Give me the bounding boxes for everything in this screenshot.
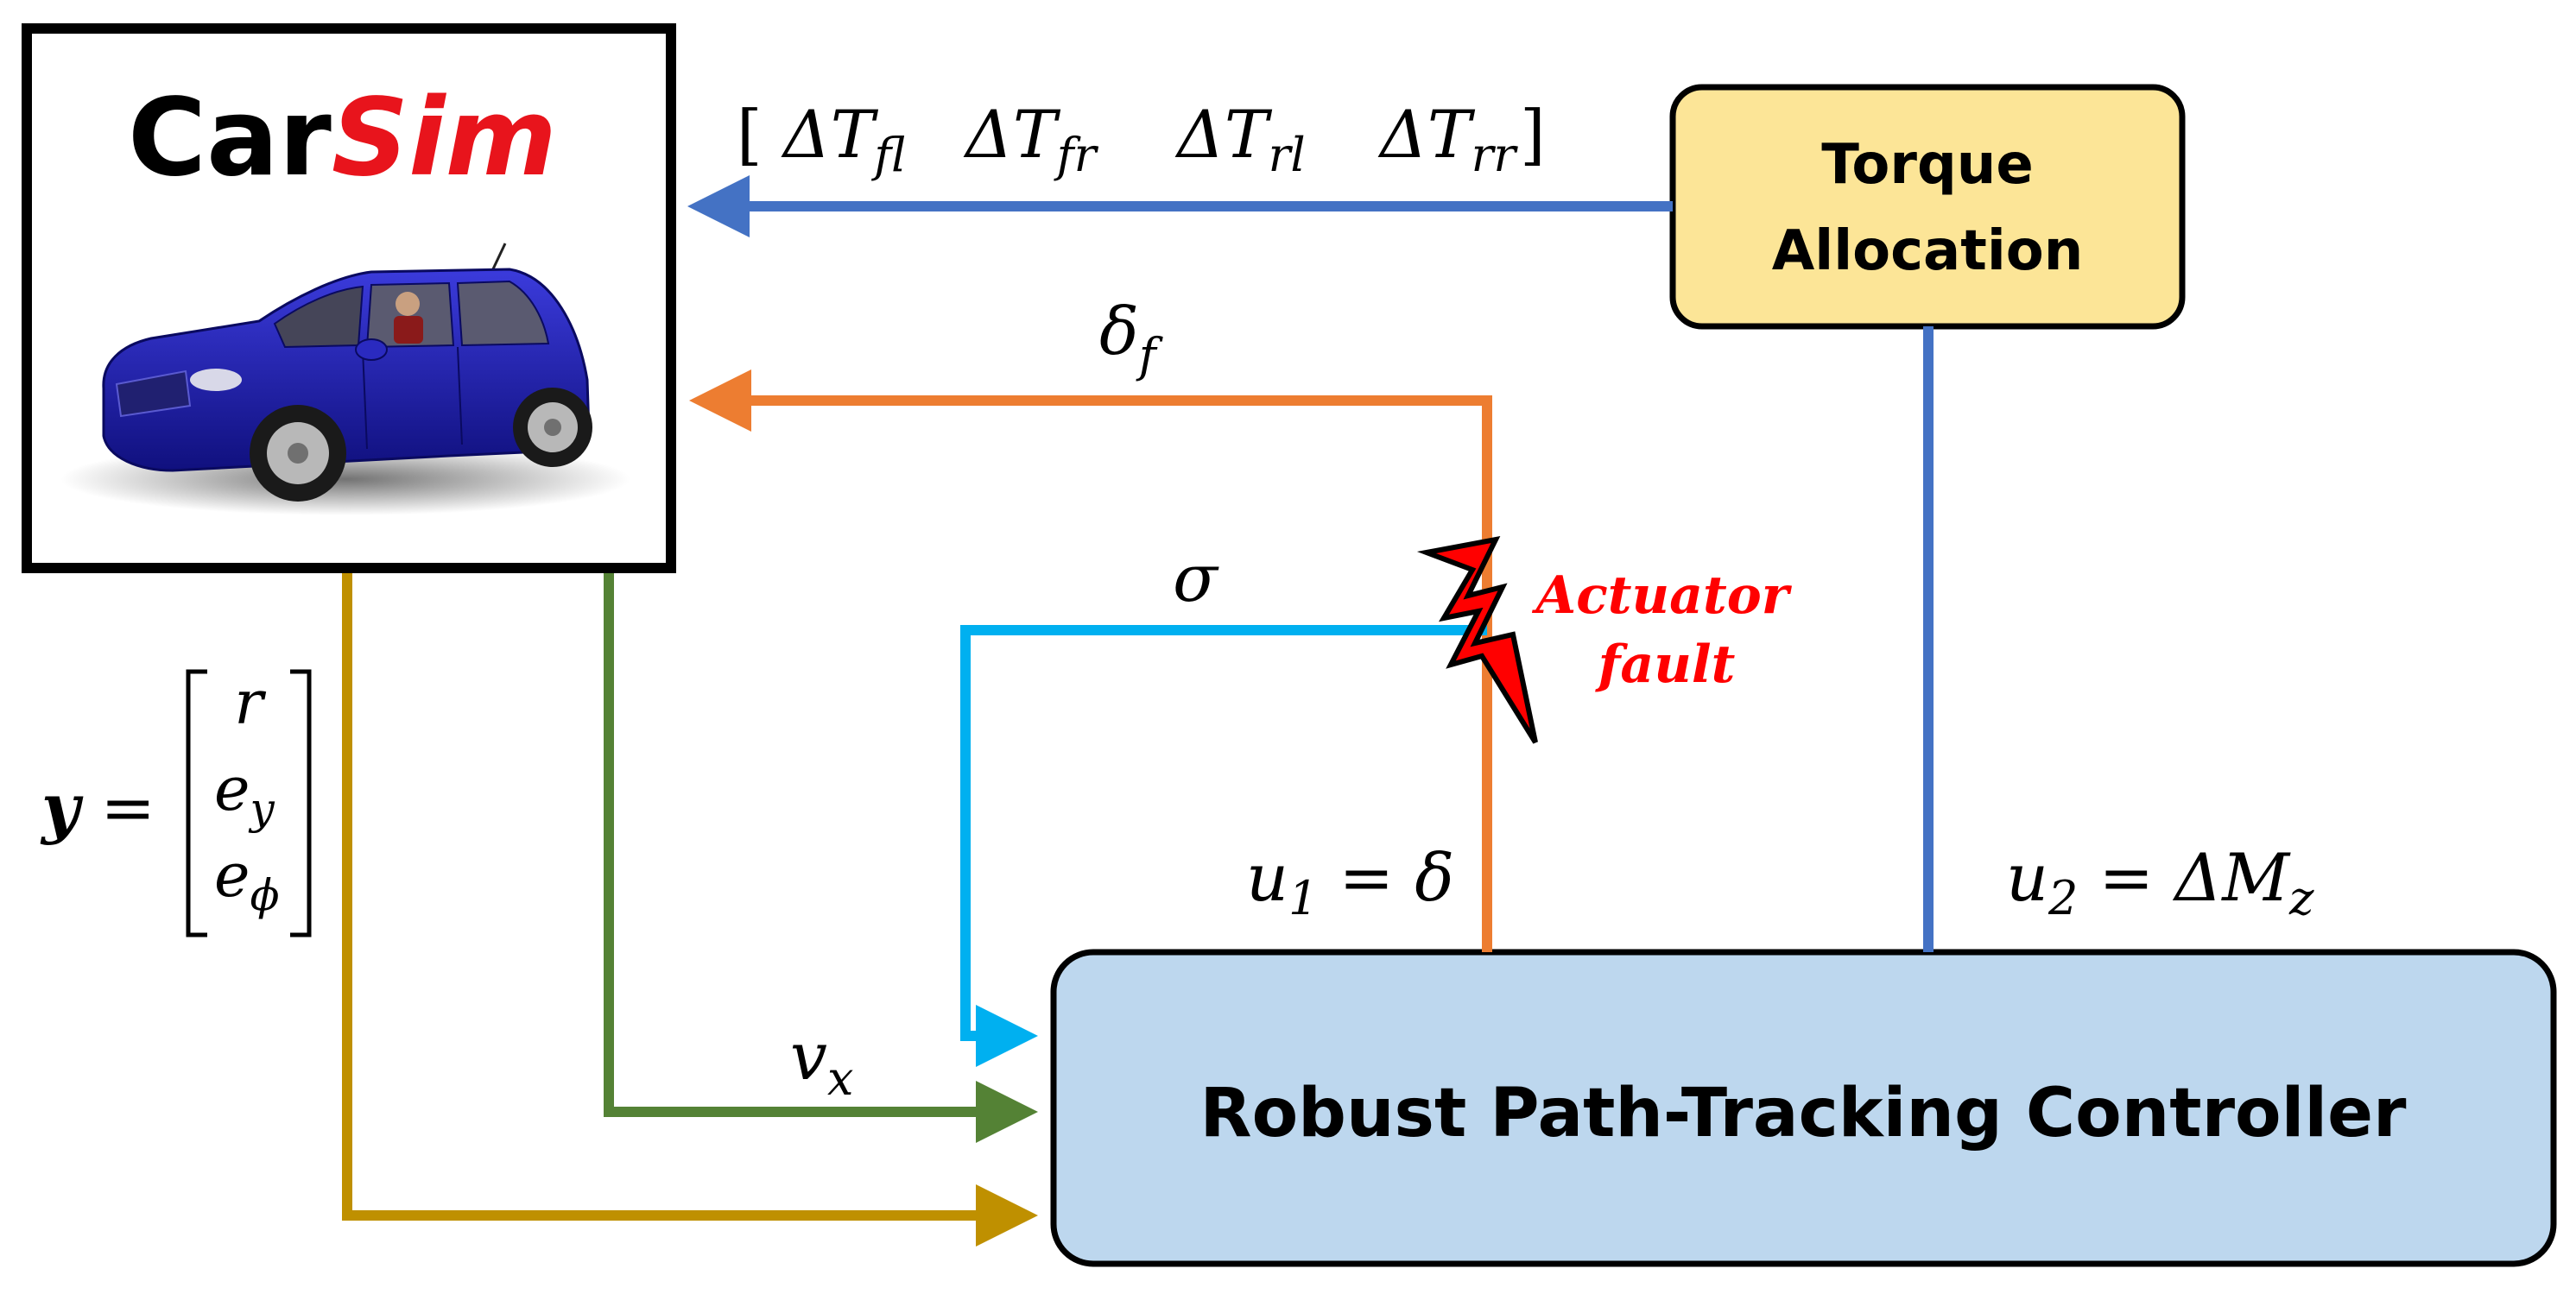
vx-label: vx <box>790 1018 853 1106</box>
y-vector-row-ephi-main: e <box>214 840 250 911</box>
y-signal-line <box>342 573 1038 1247</box>
car-side-window-rear <box>456 280 550 347</box>
fault-label-line2: fault <box>1595 634 1736 695</box>
y-vector-row-ephi-sub: ϕ <box>250 870 279 920</box>
car-driver-head <box>396 292 420 316</box>
torque-allocation-block: Torque Allocation <box>1669 84 2186 330</box>
u1-main: u <box>1246 839 1288 916</box>
car-headlight <box>190 369 242 391</box>
delta-f-label: δf <box>1099 293 1163 382</box>
u1-sub: 1 <box>1288 871 1318 925</box>
delta-f-sub: f <box>1136 328 1163 382</box>
controller-block: Robust Path-Tracking Controller <box>1050 949 2557 1267</box>
torque-fr: ΔT <box>963 96 1061 173</box>
y-vector-row-r: r <box>234 667 266 738</box>
vx-signal-line <box>604 573 1038 1143</box>
controller-label: Robust Path-Tracking Controller <box>1200 1075 2407 1152</box>
controller-box <box>1050 949 2557 1267</box>
torque-vector-open-bracket: [ <box>737 96 763 173</box>
y-vector-equals: = <box>79 769 155 846</box>
car-windshield <box>273 285 364 349</box>
torque-rr: ΔT <box>1377 96 1476 173</box>
vx-main: v <box>790 1018 827 1095</box>
y-vector-row-ey-main: e <box>214 754 250 824</box>
carsim-logo: CarSim <box>128 76 557 200</box>
y-vector-row-ey: ey <box>214 754 275 834</box>
car-front-wheel <box>250 405 346 502</box>
torque-rr-sub: rr <box>1472 128 1519 182</box>
torque-vector-close-bracket: ] <box>1520 96 1546 173</box>
y-vector-left-bracket <box>186 669 207 937</box>
torque-allocation-box <box>1669 84 2186 330</box>
carsim-logo-car: Car <box>128 76 332 200</box>
carsim-block: CarSim <box>22 23 676 573</box>
car-rear-wheel <box>513 388 592 467</box>
y-vector-right-bracket <box>290 669 312 937</box>
y-vector-row-r-main: r <box>234 667 266 738</box>
torque-vector-label: [ ΔTfl ΔTfr ΔTrl ΔTrr ] <box>737 96 1546 186</box>
torque-fl: ΔT <box>781 96 879 173</box>
u1-rest: = δ <box>1318 839 1454 916</box>
car-driver-body <box>394 316 423 344</box>
y-vector-lhs: y = <box>40 769 155 846</box>
u2-sub: 2 <box>2048 871 2078 925</box>
car-illustration <box>60 243 630 515</box>
steering-signal-line <box>689 369 1492 952</box>
torque-fl-sub: fl <box>870 128 905 182</box>
y-vector-symbol: y <box>40 769 84 846</box>
u2-main: u <box>2006 839 2048 916</box>
y-vector-row-ephi: eϕ <box>214 840 280 920</box>
u2-label: u2 = ΔMz <box>2006 839 2314 925</box>
u2-rest: = ΔM <box>2078 839 2291 916</box>
y-vector-row-ey-sub: y <box>248 784 275 834</box>
car-mirror <box>355 338 388 361</box>
torque-allocation-line1: Torque <box>1821 133 2033 197</box>
sigma-label: σ <box>1173 540 1219 616</box>
car-door-line <box>362 346 463 450</box>
lightning-icon <box>1416 535 1538 744</box>
torque-rl-sub: rl <box>1269 128 1306 182</box>
torque-fr-sub: fr <box>1054 128 1099 182</box>
u1-label: u1 = δ <box>1246 839 1454 925</box>
torque-allocation-line2: Allocation <box>1772 219 2084 283</box>
fault-label-line1: Actuator <box>1532 565 1793 626</box>
car-grille <box>115 369 192 418</box>
vx-sub: x <box>827 1051 853 1106</box>
fault-signal-line <box>960 625 1487 1067</box>
carsim-logo-sim: Sim <box>332 76 557 200</box>
u2-sub2: z <box>2288 871 2314 925</box>
torque-rl: ΔT <box>1174 96 1273 173</box>
delta-f-main: δ <box>1099 293 1139 369</box>
y-vector-label: y = r ey eϕ <box>40 667 312 937</box>
